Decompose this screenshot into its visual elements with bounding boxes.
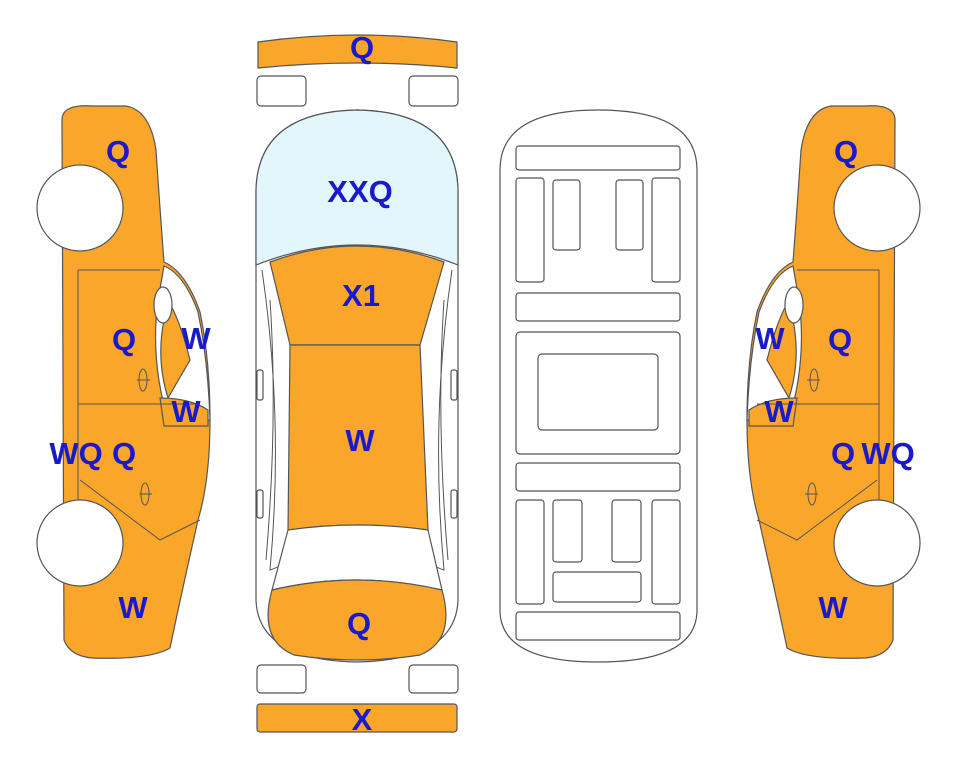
right-headlight xyxy=(408,75,459,107)
label-roof: W xyxy=(345,423,375,458)
left-rear-door-seam xyxy=(79,479,201,541)
underside-front-left-rail xyxy=(515,177,545,283)
underside-rear-right-rail xyxy=(651,499,681,605)
left-taillight xyxy=(256,664,307,694)
top-view xyxy=(255,34,459,733)
right-rear-door-handle xyxy=(805,482,818,506)
label-right-rear-door: Q xyxy=(831,436,855,471)
label-windshield: XXQ xyxy=(327,174,392,209)
label-left-front-door: Q xyxy=(112,322,136,357)
front-bumper-panel[interactable] xyxy=(257,34,458,69)
label-trunk: Q xyxy=(347,606,371,641)
left-front-door-seam xyxy=(77,269,200,500)
underside-crossbar-2 xyxy=(515,462,681,492)
damage-labels: Q XXQ X1 W Q X Q Q W W WQ Q W Q W Q W Q … xyxy=(49,30,914,737)
left-side-view xyxy=(36,105,211,659)
underside-view xyxy=(499,109,698,663)
underside-crossbar-1 xyxy=(515,292,681,322)
right-front-wheel xyxy=(833,164,921,252)
left-side-inner xyxy=(265,299,274,561)
right-mirror-side xyxy=(784,286,804,324)
label-left-rear-quarter: W xyxy=(118,590,148,625)
left-front-wheel xyxy=(36,164,124,252)
label-left-front-window: W xyxy=(181,321,211,356)
label-right-rear-quarter: W xyxy=(818,590,848,625)
label-hood: X1 xyxy=(342,278,380,313)
label-right-front-window: W xyxy=(755,321,785,356)
left-mirror xyxy=(256,369,264,401)
label-right-front-fender: Q xyxy=(834,134,858,169)
left-rear-wheel xyxy=(36,499,124,587)
label-rear-bumper: X xyxy=(352,702,373,737)
hood-panel[interactable] xyxy=(269,245,445,346)
right-handle-rear xyxy=(450,489,458,519)
label-right-rocker: WQ xyxy=(861,436,914,471)
label-left-rear-door: Q xyxy=(112,436,136,471)
label-right-rear-window: W xyxy=(764,394,794,429)
underside-rear-bar xyxy=(515,611,681,641)
underside-rear-right-box xyxy=(611,499,642,563)
right-front-door-handle xyxy=(807,368,820,392)
right-taillight xyxy=(408,664,459,694)
right-side-view xyxy=(746,105,921,659)
right-rear-wheel xyxy=(833,499,921,587)
underside-rear-left-rail xyxy=(515,499,545,605)
label-front-bumper: Q xyxy=(350,30,374,65)
underside-front-bar xyxy=(515,145,681,171)
rear-bumper-panel[interactable] xyxy=(256,703,458,733)
trunk-panel[interactable] xyxy=(267,579,447,661)
label-right-front-door: Q xyxy=(828,322,852,357)
left-headlight xyxy=(256,75,307,107)
right-front-door-seam xyxy=(757,269,880,500)
label-left-rear-window: W xyxy=(171,394,201,429)
underside-front-right-box xyxy=(615,179,644,251)
left-handle-rear xyxy=(256,489,264,519)
underside-front-left-box xyxy=(552,179,581,251)
windshield-panel[interactable] xyxy=(255,109,459,266)
left-front-door-handle xyxy=(137,368,150,392)
right-side-inner xyxy=(440,299,449,561)
right-mirror xyxy=(450,369,458,401)
left-mirror-side xyxy=(153,286,173,324)
underside-center-plate xyxy=(537,353,659,431)
underside-front-right-rail xyxy=(651,177,681,283)
label-left-front-fender: Q xyxy=(106,134,130,169)
left-rear-door-handle xyxy=(139,482,152,506)
underside-rear-left-box xyxy=(552,499,583,563)
right-rear-door-seam xyxy=(756,479,878,541)
label-left-rocker: WQ xyxy=(49,436,102,471)
underside-rear-plate xyxy=(552,571,642,603)
